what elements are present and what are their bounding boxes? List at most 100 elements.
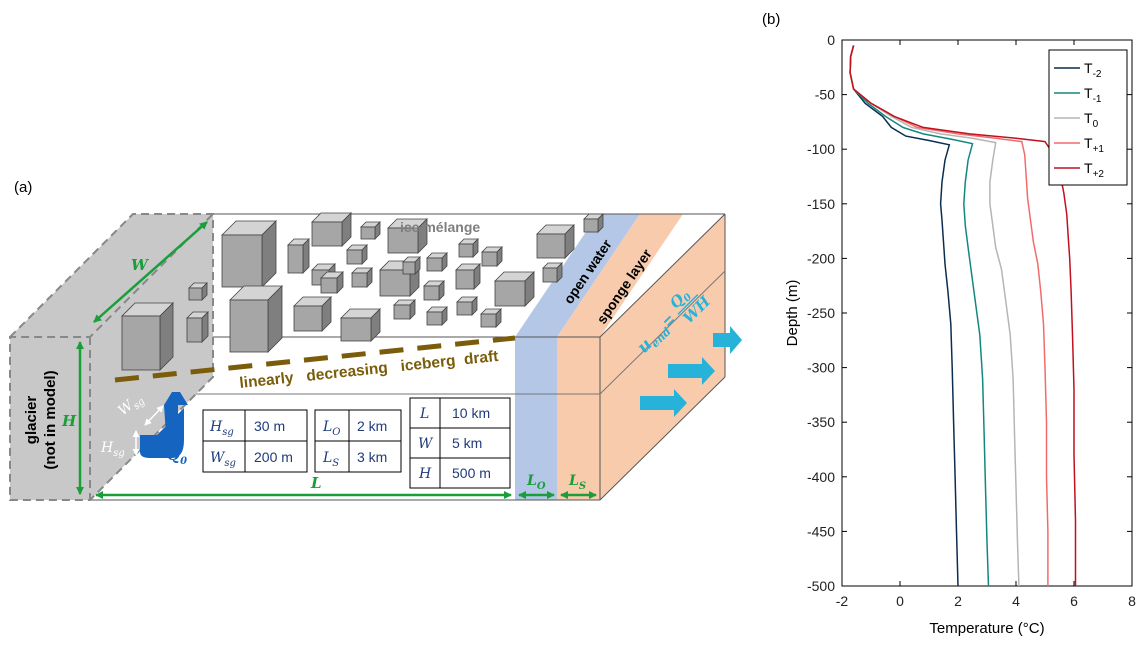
table3-sym-0: L xyxy=(419,406,429,422)
table2-val-0: 2 km xyxy=(357,418,387,434)
table3-val-1: 5 km xyxy=(452,435,482,451)
x-axis-label: Temperature (°C) xyxy=(929,620,1044,637)
y-tick-label: -250 xyxy=(807,305,835,321)
y-tick-label: 0 xyxy=(827,32,835,48)
discharge-arrow-body xyxy=(140,408,184,458)
panel-a-label: (a) xyxy=(14,179,32,196)
y-axis-label: Depth (m) xyxy=(784,280,801,347)
x-tick-label: -2 xyxy=(836,593,849,609)
iceberg xyxy=(360,221,381,240)
iceberg xyxy=(340,308,381,342)
table1-sym-0: Hsg xyxy=(209,419,234,438)
legend-entry-1: T-1 xyxy=(1084,85,1102,105)
iceberg xyxy=(188,282,208,301)
y-tick-label: -150 xyxy=(807,196,835,212)
sg-width-arrow xyxy=(144,405,164,426)
outflow-arrow-2 xyxy=(668,357,715,385)
open-water-top xyxy=(515,214,640,337)
legend-entry-4: T+2 xyxy=(1084,160,1104,180)
x-tick-label: 8 xyxy=(1128,593,1136,609)
table2-sym-1: LS xyxy=(322,450,339,469)
y-tick-label: -350 xyxy=(807,414,835,430)
series-lines xyxy=(849,45,1077,587)
sponge-length-symbol: LS xyxy=(568,473,586,492)
table1-sym-1: Wsg xyxy=(210,450,236,469)
iceberg xyxy=(455,263,481,290)
outflow-arrow-3 xyxy=(640,389,687,417)
param-table-1: Hsg 30 m Wsg 200 m xyxy=(202,409,308,473)
series-line-4 xyxy=(849,45,1077,586)
iceberg xyxy=(426,306,448,326)
panel-b-label: (b) xyxy=(762,11,780,28)
iceberg xyxy=(583,213,604,233)
table2-val-1: 3 km xyxy=(357,449,387,465)
iceberg xyxy=(536,224,575,259)
x-tick-label: 2 xyxy=(954,593,962,609)
sponge-layer-side xyxy=(600,214,725,500)
height-symbol: H xyxy=(61,412,77,430)
iceberg xyxy=(402,256,421,275)
iceberg xyxy=(221,220,277,288)
iceberg xyxy=(542,262,563,283)
sponge-layer-front xyxy=(557,337,600,500)
legend-entry-0: T-2 xyxy=(1084,60,1102,80)
iceberg xyxy=(186,311,209,343)
y-tick-label: -100 xyxy=(807,141,835,157)
iceberg xyxy=(426,252,448,272)
y-tick-label: -200 xyxy=(807,250,835,266)
iceberg xyxy=(480,308,502,328)
param-table-3: L 10 km W 5 km H 500 m xyxy=(409,397,511,489)
ice-melange-label: ice mélange xyxy=(400,219,480,235)
x-tick-label: 4 xyxy=(1012,593,1020,609)
table2-sym-0: LO xyxy=(322,419,341,438)
legend-entry-2: T0 xyxy=(1084,110,1099,130)
glacier-label-1: glacier xyxy=(23,396,40,445)
y-tick-label: -450 xyxy=(807,523,835,539)
width-symbol: W xyxy=(131,256,150,274)
glacier-label-2: (not in model) xyxy=(42,370,59,469)
x-tick-label: 0 xyxy=(896,593,904,609)
series-line-0 xyxy=(849,45,959,587)
width-arrow xyxy=(93,221,208,323)
series-line-1 xyxy=(849,45,990,587)
sg-height-symbol: Hsg xyxy=(100,440,125,459)
iceberg xyxy=(287,238,310,274)
legend-entry-3: T+1 xyxy=(1084,135,1104,155)
iceberg xyxy=(293,296,332,332)
iceberg-group xyxy=(121,212,604,371)
table1-val-0: 30 m xyxy=(254,418,285,434)
outflow-arrow-1 xyxy=(713,326,742,354)
iceberg xyxy=(311,212,352,247)
series-line-2 xyxy=(849,45,1020,587)
iceberg xyxy=(320,271,344,294)
y-tick-label: -50 xyxy=(815,87,835,103)
discharge-symbol: Q0 xyxy=(167,446,187,467)
iceberg xyxy=(456,296,478,316)
iceberg xyxy=(121,302,174,371)
iceberg xyxy=(423,280,445,301)
table3-val-0: 10 km xyxy=(452,405,490,421)
outflow-arrows xyxy=(640,326,742,417)
iceberg xyxy=(346,244,368,265)
glacier-outline xyxy=(9,213,214,501)
y-tick-label: -400 xyxy=(807,469,835,485)
iceberg xyxy=(387,218,428,254)
iceberg xyxy=(229,285,283,353)
iceberg xyxy=(351,267,373,288)
iceberg-draft-label: linearly decreasing iceberg draft xyxy=(239,348,500,392)
iceberg xyxy=(481,246,503,267)
iceberg xyxy=(393,299,416,320)
open-water-length-symbol: LO xyxy=(526,473,546,492)
length-symbol: L xyxy=(310,474,322,492)
param-table-2: LO 2 km LS 3 km xyxy=(314,409,402,473)
series-line-3 xyxy=(849,45,1049,586)
glacier-front xyxy=(10,337,90,500)
y-tick-label: -500 xyxy=(807,578,835,594)
iceberg xyxy=(458,238,479,258)
table3-sym-1: W xyxy=(418,436,434,452)
sponge-layer-top xyxy=(557,214,683,337)
